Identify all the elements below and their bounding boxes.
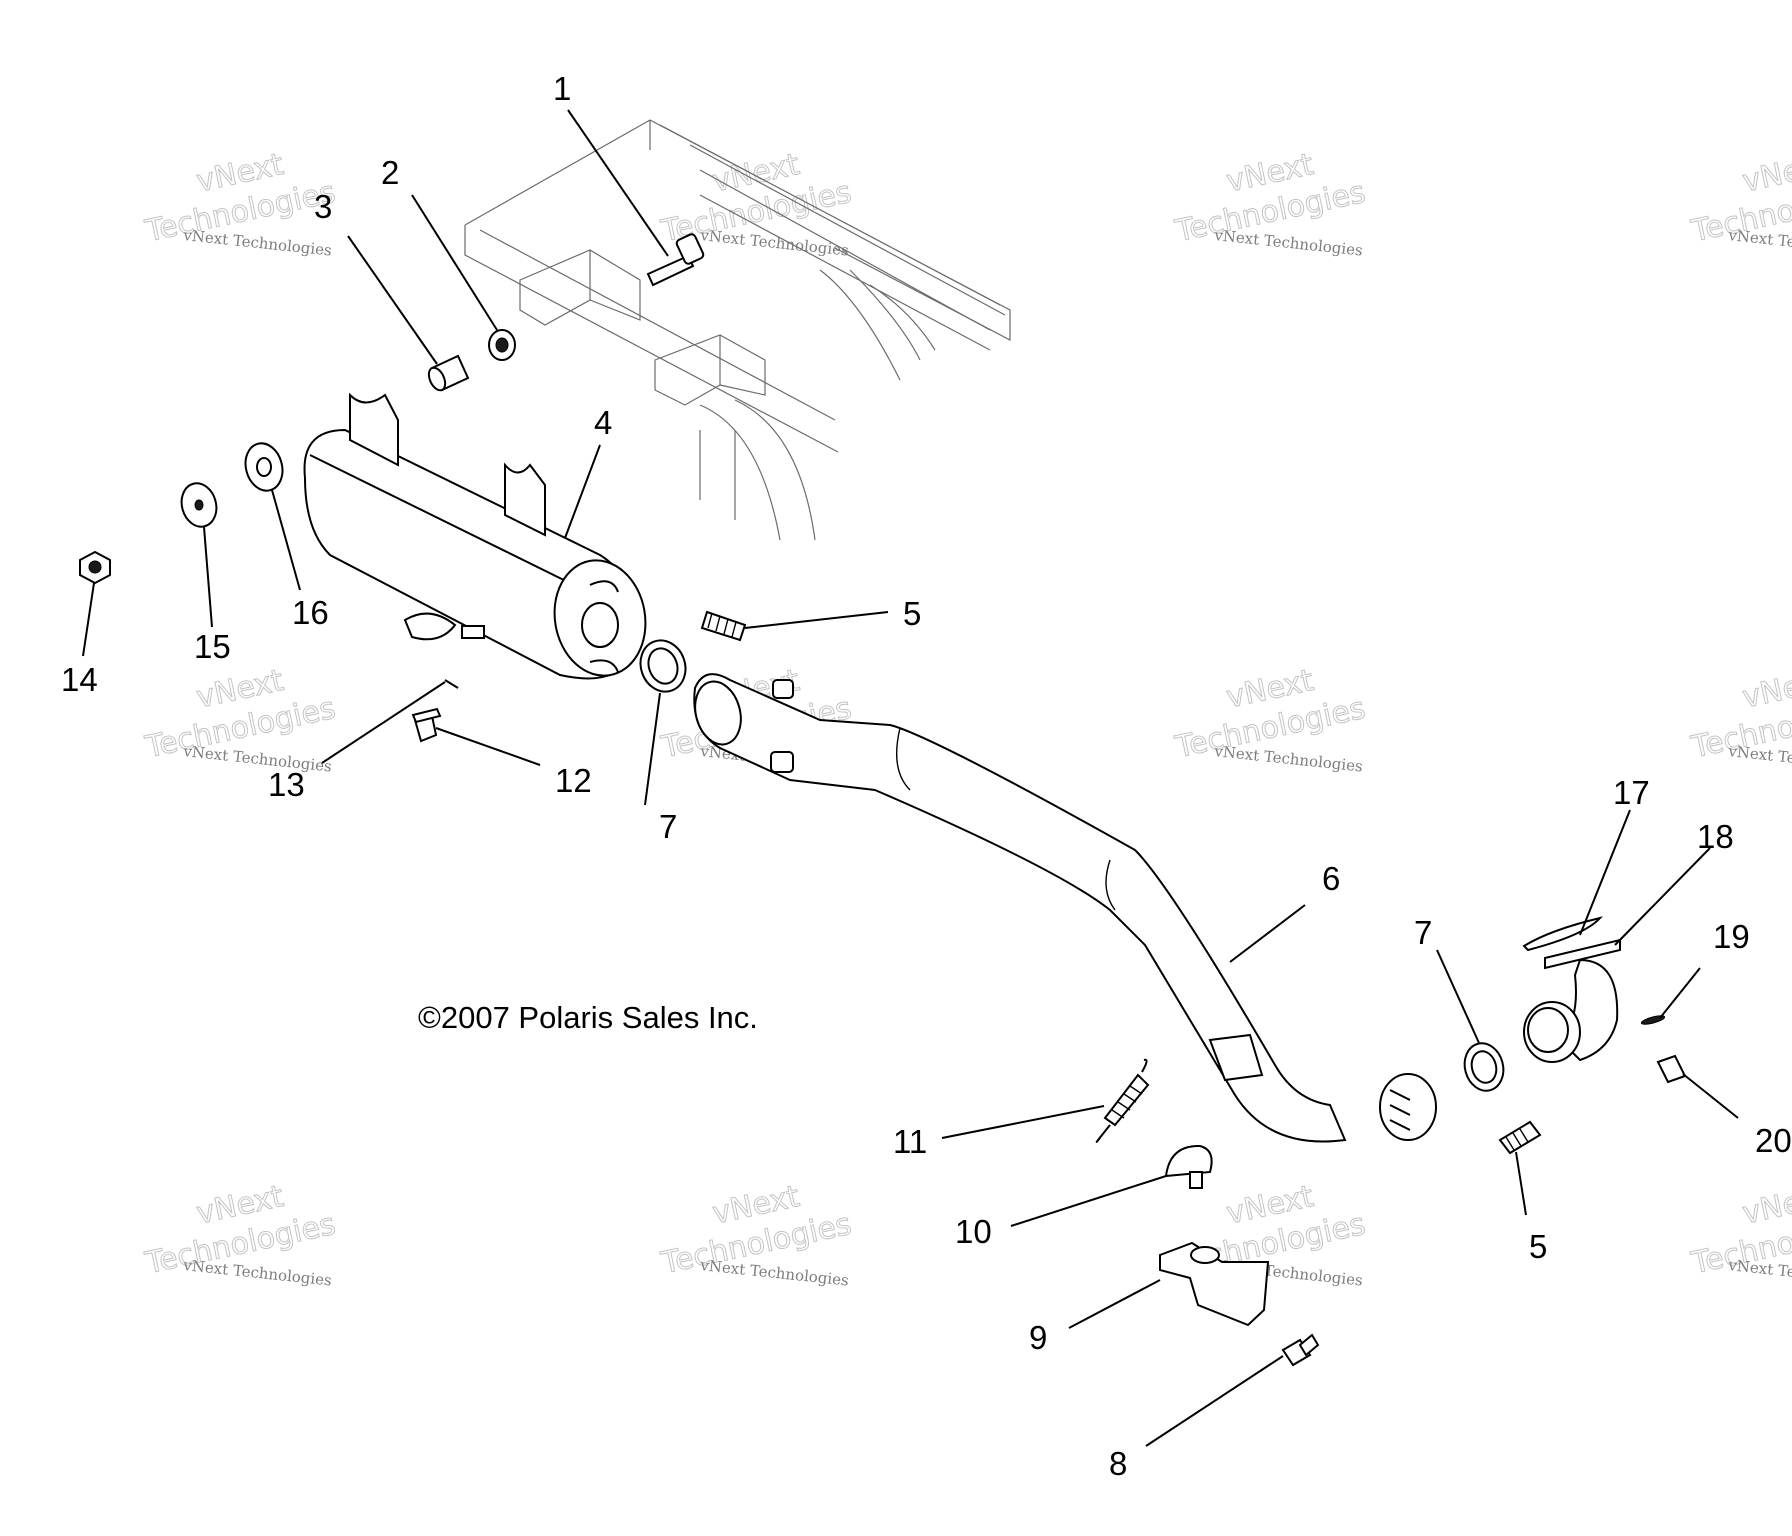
spring-part-5-upper: [700, 610, 747, 642]
callout-10: 10: [955, 1213, 992, 1250]
grommet-part-16: [244, 442, 284, 492]
callout-4: 4: [594, 404, 612, 441]
watermark-large-1: vNext: [1740, 147, 1792, 200]
watermark-small: vNext Technologies: [182, 742, 333, 776]
bracket-part-9: [1159, 1241, 1270, 1327]
callout-7-lower: 7: [1414, 914, 1432, 951]
watermark-small: vNext Technologies: [1727, 226, 1792, 260]
callout-2: 2: [381, 154, 399, 191]
leader-lines: [82, 109, 1739, 1447]
callout-12: 12: [555, 762, 592, 799]
callout-13: 13: [268, 766, 305, 803]
callout-7-upper: 7: [659, 808, 677, 845]
exhaust-stub-part-18: [1523, 938, 1621, 1063]
callout-5-upper: 5: [903, 595, 921, 632]
watermark-large-1: vNext: [1740, 1179, 1792, 1232]
callout-17: 17: [1613, 774, 1650, 811]
callout-labels: 1 2 3 4 5 5 6 7 7 8 9 10 11 12 13 14 15 …: [61, 70, 1792, 1482]
watermark-small: vNext Technologies: [1727, 1256, 1792, 1290]
head-pipe-part-6: [693, 673, 1437, 1143]
gasket-part-7-lower: [1463, 1042, 1505, 1092]
callout-20: 20: [1755, 1122, 1792, 1159]
bolt-part-8: [1281, 1333, 1320, 1367]
gasket-part-17: [1522, 916, 1603, 952]
watermark-small: vNext Technologies: [699, 226, 850, 260]
sleeve-part-3: [427, 354, 470, 392]
nut-part-14: [79, 550, 111, 585]
clip-part-13: [444, 679, 459, 689]
copyright-text: ©2007 Polaris Sales Inc.: [418, 1000, 758, 1035]
spring-part-5-lower: [1498, 1120, 1542, 1155]
callout-19: 19: [1713, 918, 1750, 955]
vehicle-frame: [464, 119, 1011, 541]
callout-18: 18: [1697, 818, 1734, 855]
watermark-small: vNext Technologies: [1213, 742, 1364, 776]
nut-part-20: [1656, 1054, 1687, 1084]
gasket-part-7-upper: [639, 639, 687, 693]
watermark-small: vNext Technologies: [182, 1256, 333, 1290]
grommet-part-2: [488, 329, 516, 361]
watermark: vNext Technologies: [1171, 147, 1369, 250]
callout-15: 15: [194, 628, 231, 665]
muffler-part-4: [303, 392, 647, 680]
callout-5-lower: 5: [1529, 1228, 1547, 1265]
callout-1: 1: [553, 70, 571, 107]
watermark-small: vNext Technologies: [1727, 742, 1792, 776]
gasket-part-19: [1640, 1015, 1666, 1025]
callout-11: 11: [893, 1123, 927, 1160]
callout-14: 14: [61, 661, 98, 698]
callout-6: 6: [1322, 860, 1340, 897]
callout-8: 8: [1109, 1445, 1127, 1482]
watermark-large-1: vNext: [1740, 663, 1792, 716]
callout-9: 9: [1029, 1319, 1047, 1356]
pin-part-12: [411, 707, 442, 743]
watermark-small: vNext Technologies: [182, 226, 333, 260]
washer-part-15: [180, 482, 218, 528]
rubber-mount-part-10: [1164, 1144, 1213, 1189]
watermark-small: vNext Technologies: [699, 1256, 850, 1290]
callout-3: 3: [314, 188, 332, 225]
watermark-small: vNext Technologies: [1213, 226, 1364, 260]
callout-16: 16: [292, 594, 329, 631]
watermark-group: vNext Technologies vNext Technologies vN…: [141, 147, 1792, 1290]
spring-part-11: [1095, 1058, 1150, 1143]
bolt-part-1: [646, 233, 705, 287]
